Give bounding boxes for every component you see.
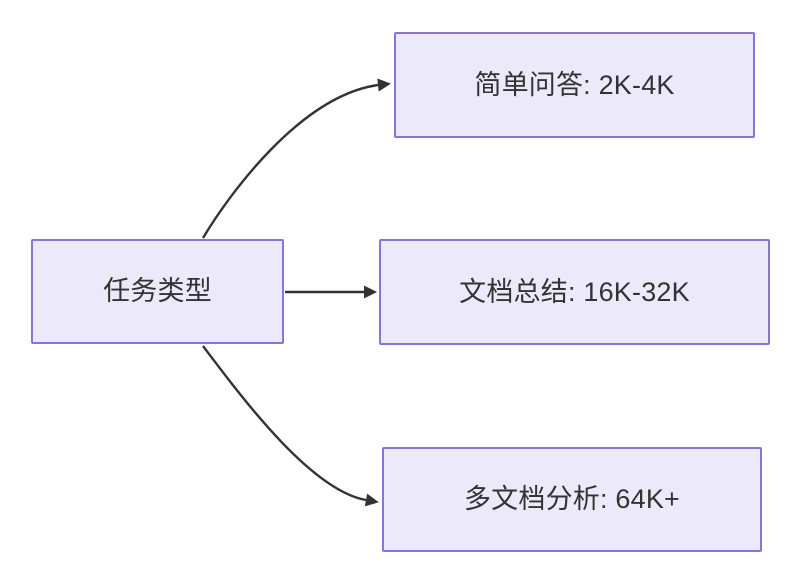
edge-path-multi-doc	[202, 345, 367, 502]
edge-root-to-multi-doc	[202, 345, 379, 507]
arrow-head-multi-doc	[364, 493, 379, 507]
node-multi-doc[interactable]: 多文档分析: 64K+	[382, 447, 762, 552]
edge-root-to-doc-summary	[285, 285, 377, 299]
arrow-head-simple-qa	[377, 78, 391, 92]
edge-root-to-simple-qa	[201, 78, 391, 239]
node-task-type[interactable]: 任务类型	[31, 239, 284, 344]
node-doc-summary-label: 文档总结: 16K-32K	[459, 276, 690, 307]
arrow-head-doc-summary	[364, 285, 377, 299]
node-multi-doc-label: 多文档分析: 64K+	[463, 484, 680, 514]
node-simple-qa-label: 简单问答: 2K-4K	[474, 69, 675, 100]
edge-path-simple-qa	[201, 83, 379, 239]
node-simple-qa[interactable]: 简单问答: 2K-4K	[394, 32, 755, 138]
node-doc-summary[interactable]: 文档总结: 16K-32K	[379, 239, 770, 345]
node-task-type-label: 任务类型	[103, 276, 212, 306]
